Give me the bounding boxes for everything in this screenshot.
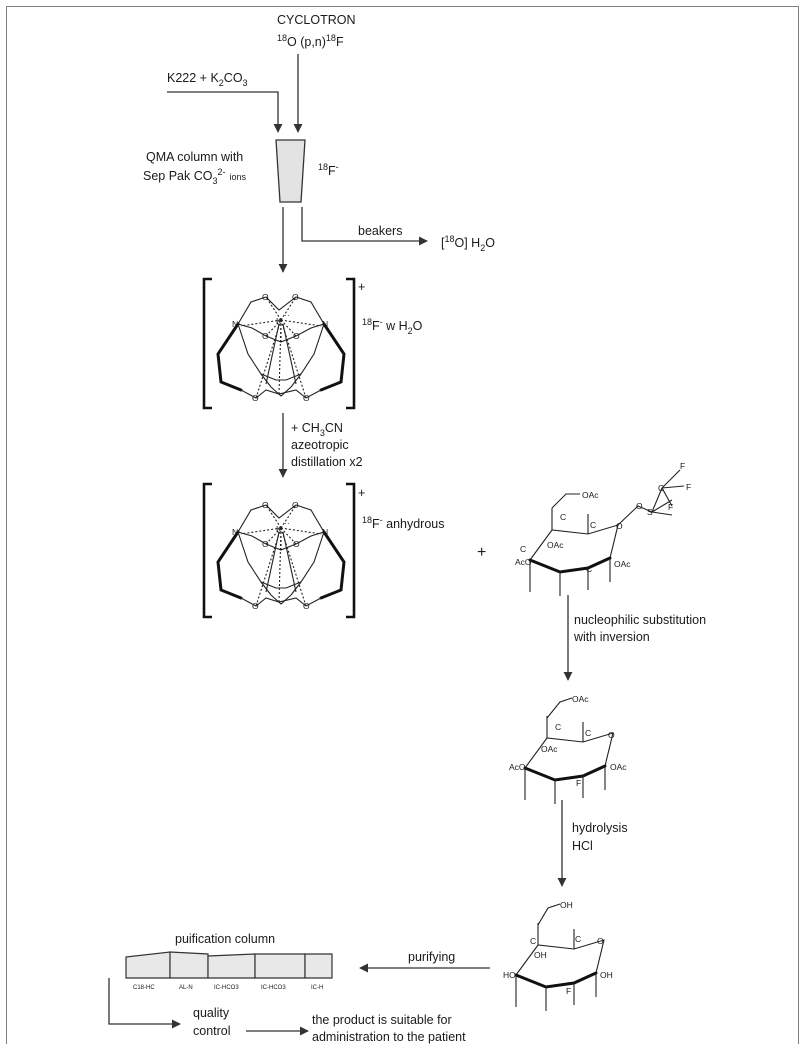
figure-frame: [6, 6, 799, 1044]
acetonitrile-label: + CH3CN: [291, 421, 343, 438]
ring-oxygen: O: [608, 730, 615, 740]
hydroxyl-label: OH: [560, 900, 573, 910]
quality-control-arrow: [108, 978, 181, 1029]
fdg-structure: OH O OH HO OH F C C: [503, 900, 613, 1013]
qma-label-line2: Sep Pak CO32-ions: [143, 167, 247, 186]
ring-carbon: C: [590, 520, 596, 530]
fluorine: F: [566, 986, 571, 996]
acetylated-fdg-structure: OAc O OAc AcO OAc F C C: [509, 694, 627, 806]
substituent-label: OAc: [547, 540, 564, 550]
qma-label-line1: QMA column with: [146, 150, 243, 164]
substituent-label: AcO: [515, 557, 532, 567]
cartridge-label-4: IC-HCO3: [261, 985, 286, 991]
cryptand-complex-anhydrous: [202, 482, 356, 619]
cartridge-label-1: C18-HC: [133, 985, 155, 991]
fluoride-hydrated-label: 18F- w H2O: [362, 317, 423, 336]
product-label-line1: the product is suitable for: [312, 1013, 452, 1027]
substituent-label: OAc: [614, 559, 631, 569]
cryptand-complex-hydrated: [202, 277, 356, 410]
recovered-water-label: [18O] H2O: [441, 234, 495, 253]
fluoride-anhydrous-label: 18F- anhydrous: [362, 515, 445, 531]
cartridge-label-2: AL-N: [179, 985, 193, 991]
fluorine: F: [668, 502, 673, 512]
product-label-line2: administration to the patient: [312, 1030, 466, 1044]
substituent-label: AcO: [509, 762, 526, 772]
hydrolysis-label: hydrolysis: [572, 821, 628, 835]
complex-charge-2: +: [358, 486, 365, 500]
hydroxyl-label: HO: [503, 970, 516, 980]
reagents-arrow: [167, 91, 283, 133]
reagents-label: K222 + K2CO3: [167, 71, 248, 88]
fluorine: F: [686, 482, 691, 492]
ring-carbon: C: [560, 512, 566, 522]
nuclear-reaction-label: 18O (p,n)18F: [277, 33, 344, 49]
qma-column: [275, 139, 306, 203]
cartridge-label-5: IC-H: [311, 985, 323, 991]
fluorine: F: [576, 778, 581, 788]
beakers-arrow: [301, 207, 428, 246]
triflate-oxygen: O: [636, 501, 643, 511]
substituent-label: OAc: [610, 762, 627, 772]
ring-carbon: C: [585, 728, 591, 738]
cartridge-label-3: IC-HCO3: [214, 985, 239, 991]
distillation-label: distillation x2: [291, 455, 363, 469]
ring-carbon: C: [530, 936, 536, 946]
ring-oxygen: O: [616, 521, 623, 531]
purification-column-label: puification column: [175, 932, 275, 946]
ring-carbon: C: [586, 564, 592, 574]
plus-sign: +: [477, 544, 486, 561]
beakers-label: beakers: [358, 224, 402, 238]
ring-carbon: C: [575, 934, 581, 944]
substituent-label: OAc: [541, 744, 558, 754]
inversion-label: with inversion: [573, 630, 650, 644]
triflate-carbon: C: [658, 483, 664, 493]
complex-charge-1: +: [358, 280, 365, 294]
nucleophilic-label: nucleophilic substitution: [574, 613, 706, 627]
fluoride-ion-label: 18F-: [318, 162, 339, 178]
fluorine: F: [680, 461, 685, 471]
substituent-label: OAc: [582, 490, 599, 500]
hydroxyl-label: OH: [600, 970, 613, 980]
ring-carbon: C: [555, 722, 561, 732]
control-label: control: [193, 1024, 231, 1038]
purification-column: [125, 951, 333, 979]
ring-carbon: C: [520, 544, 526, 554]
hydroxyl-label: OH: [534, 950, 547, 960]
azeotropic-label: azeotropic: [291, 438, 349, 452]
quality-label: quality: [193, 1006, 230, 1020]
hcl-label: HCl: [572, 839, 593, 853]
triflate-sulfur: S: [647, 507, 653, 517]
substituent-label: OAc: [572, 694, 589, 704]
cyclotron-label: CYCLOTRON: [277, 13, 355, 27]
purifying-label: purifying: [408, 950, 455, 964]
mannose-triflate-structure: OAc O O S C F F F OAc AcO OAc C C C C: [515, 461, 691, 598]
ring-oxygen: O: [597, 936, 604, 946]
